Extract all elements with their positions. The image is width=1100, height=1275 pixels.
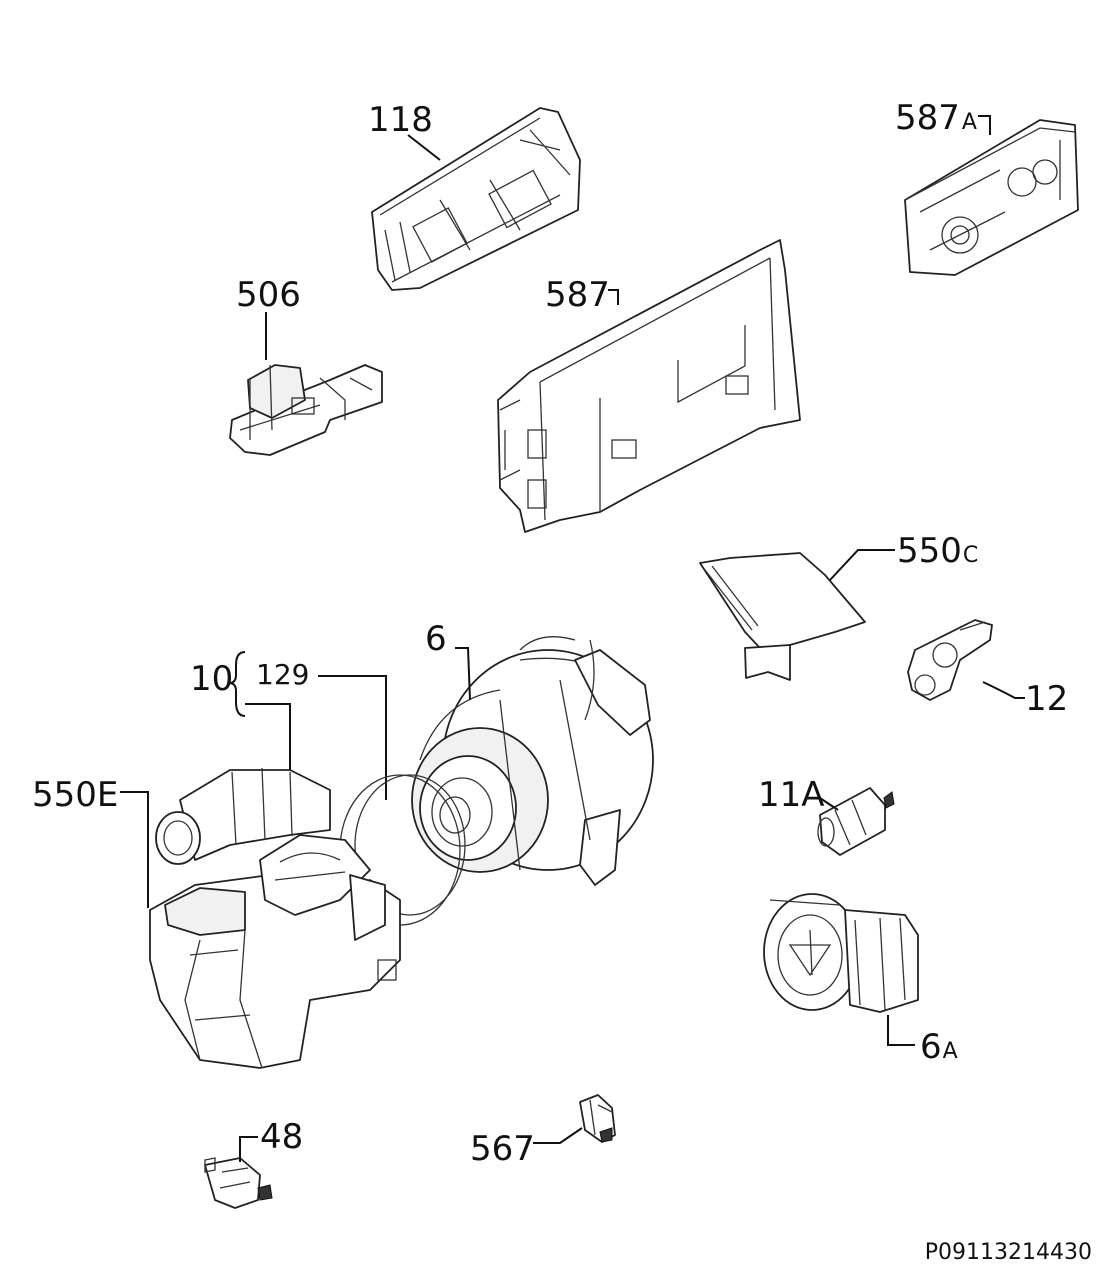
label-587a: 587A: [895, 98, 977, 138]
leader-12: [982, 681, 1025, 699]
part-6a-drain-pump: [763, 893, 919, 1013]
leader-11a: [819, 797, 839, 811]
brace-10: [228, 651, 246, 717]
label-6: 6: [425, 619, 447, 659]
leader-550e: [120, 791, 149, 908]
label-10: 10: [190, 659, 233, 699]
leader-587a: [978, 115, 991, 135]
label-12: 12: [1025, 679, 1068, 719]
leader-48: [239, 1136, 258, 1162]
label-587: 587: [545, 275, 610, 315]
leader-129: [318, 675, 387, 800]
part-118-control-board: [371, 107, 581, 291]
part-48-sensor: [204, 1157, 273, 1209]
label-550e: 550E: [32, 775, 118, 815]
part-12-sensor: [907, 619, 993, 701]
label-567: 567: [470, 1129, 535, 1169]
leader-567: [533, 1127, 583, 1144]
leader-550c: [829, 549, 895, 581]
leader-6a: [887, 1015, 915, 1046]
part-550c-cover: [699, 552, 866, 681]
leader-10: [245, 703, 291, 770]
leader-118: [407, 134, 441, 161]
label-118: 118: [368, 100, 433, 140]
label-6a: 6A: [920, 1027, 958, 1067]
label-11a: 11A: [758, 775, 825, 815]
part-6-pump-motor: [411, 636, 654, 886]
label-506: 506: [236, 275, 301, 315]
label-550c: 550C: [897, 531, 978, 571]
part-567-clip: [579, 1094, 616, 1143]
leader-6: [455, 647, 471, 701]
part-506-latch: [229, 364, 383, 456]
part-550e-pump-housing: [149, 767, 466, 1069]
label-129: 129: [256, 658, 309, 691]
drawing-code: P09113214430: [925, 1240, 1092, 1265]
part-11a-connector: [817, 787, 895, 856]
part-587a-module: [904, 119, 1079, 276]
part-587-electronic-module: [497, 239, 801, 533]
label-48: 48: [260, 1117, 303, 1157]
leader-587: [608, 289, 619, 305]
